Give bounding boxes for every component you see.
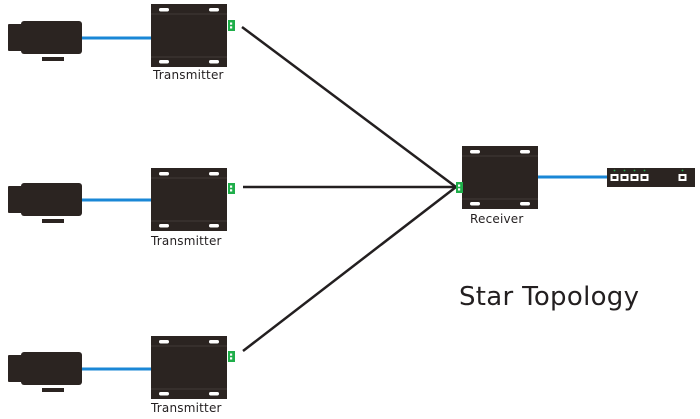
camera-mount (42, 388, 64, 392)
link-cable (241, 25, 457, 189)
mounting-slot (520, 150, 530, 154)
mounting-slot (209, 60, 219, 64)
camera-icon (8, 183, 82, 223)
connector-pin (230, 22, 233, 25)
camera-mount (42, 219, 64, 223)
terminal-connector-icon (228, 20, 235, 31)
connector-body (228, 20, 235, 31)
switch-body (607, 168, 695, 187)
camera-lens (8, 186, 22, 213)
diagram-title: Star Topology (459, 282, 640, 312)
link-cable (242, 186, 457, 352)
port-led (633, 169, 636, 172)
connector-pin (230, 353, 233, 356)
connector-pin (458, 188, 461, 191)
port-led (681, 169, 684, 172)
port-led (613, 169, 616, 172)
connector-pin (230, 185, 233, 188)
transmitter-2-label: Transmitter (151, 234, 222, 248)
mounting-slot (209, 172, 219, 176)
transmitter-1-label: Transmitter (153, 68, 224, 82)
connector-pin (458, 184, 461, 187)
camera-body (21, 21, 82, 54)
port-socket (612, 176, 617, 179)
camera-icon (8, 21, 82, 61)
device-body (462, 146, 538, 209)
camera-body (21, 183, 82, 216)
terminal-connector-icon (228, 183, 235, 194)
network-switch-icon (607, 168, 695, 187)
mounting-slot (209, 8, 219, 12)
connector-body (228, 183, 235, 194)
mounting-slot (209, 392, 219, 396)
mounting-slot (470, 150, 480, 154)
mounting-slot (209, 340, 219, 344)
transmitter-box-icon (151, 168, 227, 231)
connector-pin (230, 357, 233, 360)
connector-body (456, 182, 463, 193)
connector-body (228, 351, 235, 362)
port-led (643, 169, 646, 172)
port-socket (632, 176, 637, 179)
mounting-slot (159, 392, 169, 396)
mounting-slot (209, 224, 219, 228)
mounting-slot (520, 202, 530, 206)
mounting-slot (470, 202, 480, 206)
camera-icon (8, 352, 82, 392)
port-socket (622, 176, 627, 179)
mounting-slot (159, 172, 169, 176)
camera-mount (42, 57, 64, 61)
mounting-slot (159, 60, 169, 64)
mounting-slot (159, 340, 169, 344)
camera-lens (8, 355, 22, 382)
edges (82, 25, 607, 371)
device-body (151, 336, 227, 399)
receiver-label: Receiver (470, 212, 524, 226)
connector-pin (230, 26, 233, 29)
port-socket (680, 176, 685, 179)
transmitter-box-icon (151, 4, 227, 67)
transmitter-box-icon (151, 336, 227, 399)
terminal-connector-icon (228, 351, 235, 362)
transmitter-3-label: Transmitter (151, 401, 222, 415)
mounting-slot (159, 224, 169, 228)
receiver-box-icon (462, 146, 538, 209)
port-led (623, 169, 626, 172)
camera-body (21, 352, 82, 385)
device-body (151, 4, 227, 67)
mounting-slot (159, 8, 169, 12)
port-socket (642, 176, 647, 179)
terminal-connector-icon (456, 182, 463, 193)
connector-pin (230, 189, 233, 192)
device-body (151, 168, 227, 231)
camera-lens (8, 24, 22, 51)
